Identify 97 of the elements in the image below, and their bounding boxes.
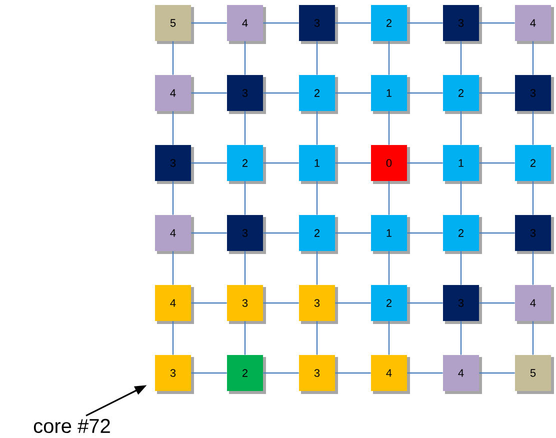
link-line — [479, 162, 515, 164]
link-line — [244, 111, 246, 145]
core-square: 4 — [371, 354, 410, 394]
link-line — [244, 181, 246, 215]
link-line — [460, 321, 462, 355]
link-line — [532, 41, 534, 75]
link-line — [316, 251, 318, 285]
link-line — [316, 41, 318, 75]
link-line — [388, 41, 390, 75]
link-line — [479, 302, 515, 304]
link-line — [244, 321, 246, 355]
core-square: 2 — [443, 75, 482, 114]
link-line — [335, 372, 371, 374]
link-line — [263, 162, 299, 164]
link-line — [191, 22, 227, 24]
link-line — [335, 302, 371, 304]
link-line — [172, 251, 174, 285]
link-line — [244, 41, 246, 75]
link-line — [388, 111, 390, 145]
link-line — [460, 41, 462, 75]
core-square: 2 — [227, 144, 266, 184]
link-line — [191, 162, 227, 164]
core-square: 2 — [515, 144, 554, 184]
link-line — [244, 251, 246, 285]
link-line — [263, 372, 299, 374]
core-square: 4 — [227, 5, 266, 44]
core-square: 3 — [443, 5, 482, 44]
core-square: 3 — [443, 284, 482, 324]
core-square: 1 — [371, 215, 410, 254]
link-line — [407, 22, 443, 24]
core-square: 3 — [227, 215, 266, 254]
link-line — [460, 181, 462, 215]
core-square: 3 — [515, 215, 554, 254]
core-square: 1 — [443, 144, 482, 184]
core-square: 2 — [371, 284, 410, 324]
link-line — [407, 302, 443, 304]
link-line — [172, 41, 174, 75]
link-line — [263, 92, 299, 94]
link-line — [407, 92, 443, 94]
link-line — [479, 92, 515, 94]
link-line — [263, 302, 299, 304]
link-line — [263, 232, 299, 234]
core-square: 4 — [155, 75, 194, 114]
core-square: 0 — [371, 144, 410, 184]
core-square: 3 — [515, 75, 554, 114]
link-line — [460, 111, 462, 145]
link-line — [335, 92, 371, 94]
core-square: 3 — [299, 284, 338, 324]
core-square: 1 — [371, 75, 410, 114]
link-line — [407, 162, 443, 164]
core-square: 3 — [299, 5, 338, 44]
core-square: 2 — [299, 215, 338, 254]
core-square: 4 — [155, 215, 194, 254]
link-line — [191, 92, 227, 94]
core-square: 3 — [155, 354, 194, 394]
link-line — [479, 372, 515, 374]
link-line — [407, 372, 443, 374]
core-square: 2 — [443, 215, 482, 254]
link-line — [479, 232, 515, 234]
link-line — [172, 321, 174, 355]
core-square: 4 — [155, 284, 194, 324]
link-line — [263, 22, 299, 24]
core-square: 3 — [227, 75, 266, 114]
core-square: 2 — [371, 5, 410, 44]
core-square: 3 — [155, 144, 194, 184]
core-square: 5 — [155, 5, 194, 44]
link-line — [388, 321, 390, 355]
core-square: 3 — [299, 354, 338, 394]
link-line — [335, 22, 371, 24]
core-square: 4 — [443, 354, 482, 394]
link-line — [532, 251, 534, 285]
core-square: 1 — [299, 144, 338, 184]
core-square: 3 — [227, 284, 266, 324]
link-line — [172, 111, 174, 145]
link-line — [388, 251, 390, 285]
link-line — [479, 22, 515, 24]
link-line — [335, 232, 371, 234]
link-line — [407, 232, 443, 234]
link-line — [316, 321, 318, 355]
link-line — [191, 302, 227, 304]
link-line — [191, 372, 227, 374]
link-line — [532, 111, 534, 145]
link-line — [335, 162, 371, 164]
core-square: 4 — [515, 284, 554, 324]
link-line — [532, 181, 534, 215]
link-line — [460, 251, 462, 285]
link-line — [172, 181, 174, 215]
core-label: core #72 — [34, 418, 110, 434]
link-line — [316, 111, 318, 145]
link-line — [388, 181, 390, 215]
link-line — [191, 232, 227, 234]
core-square: 4 — [515, 5, 554, 44]
core-square: 5 — [515, 354, 554, 394]
link-line — [532, 321, 534, 355]
core-square: 2 — [227, 354, 266, 394]
link-line — [316, 181, 318, 215]
core-square: 2 — [299, 75, 338, 114]
